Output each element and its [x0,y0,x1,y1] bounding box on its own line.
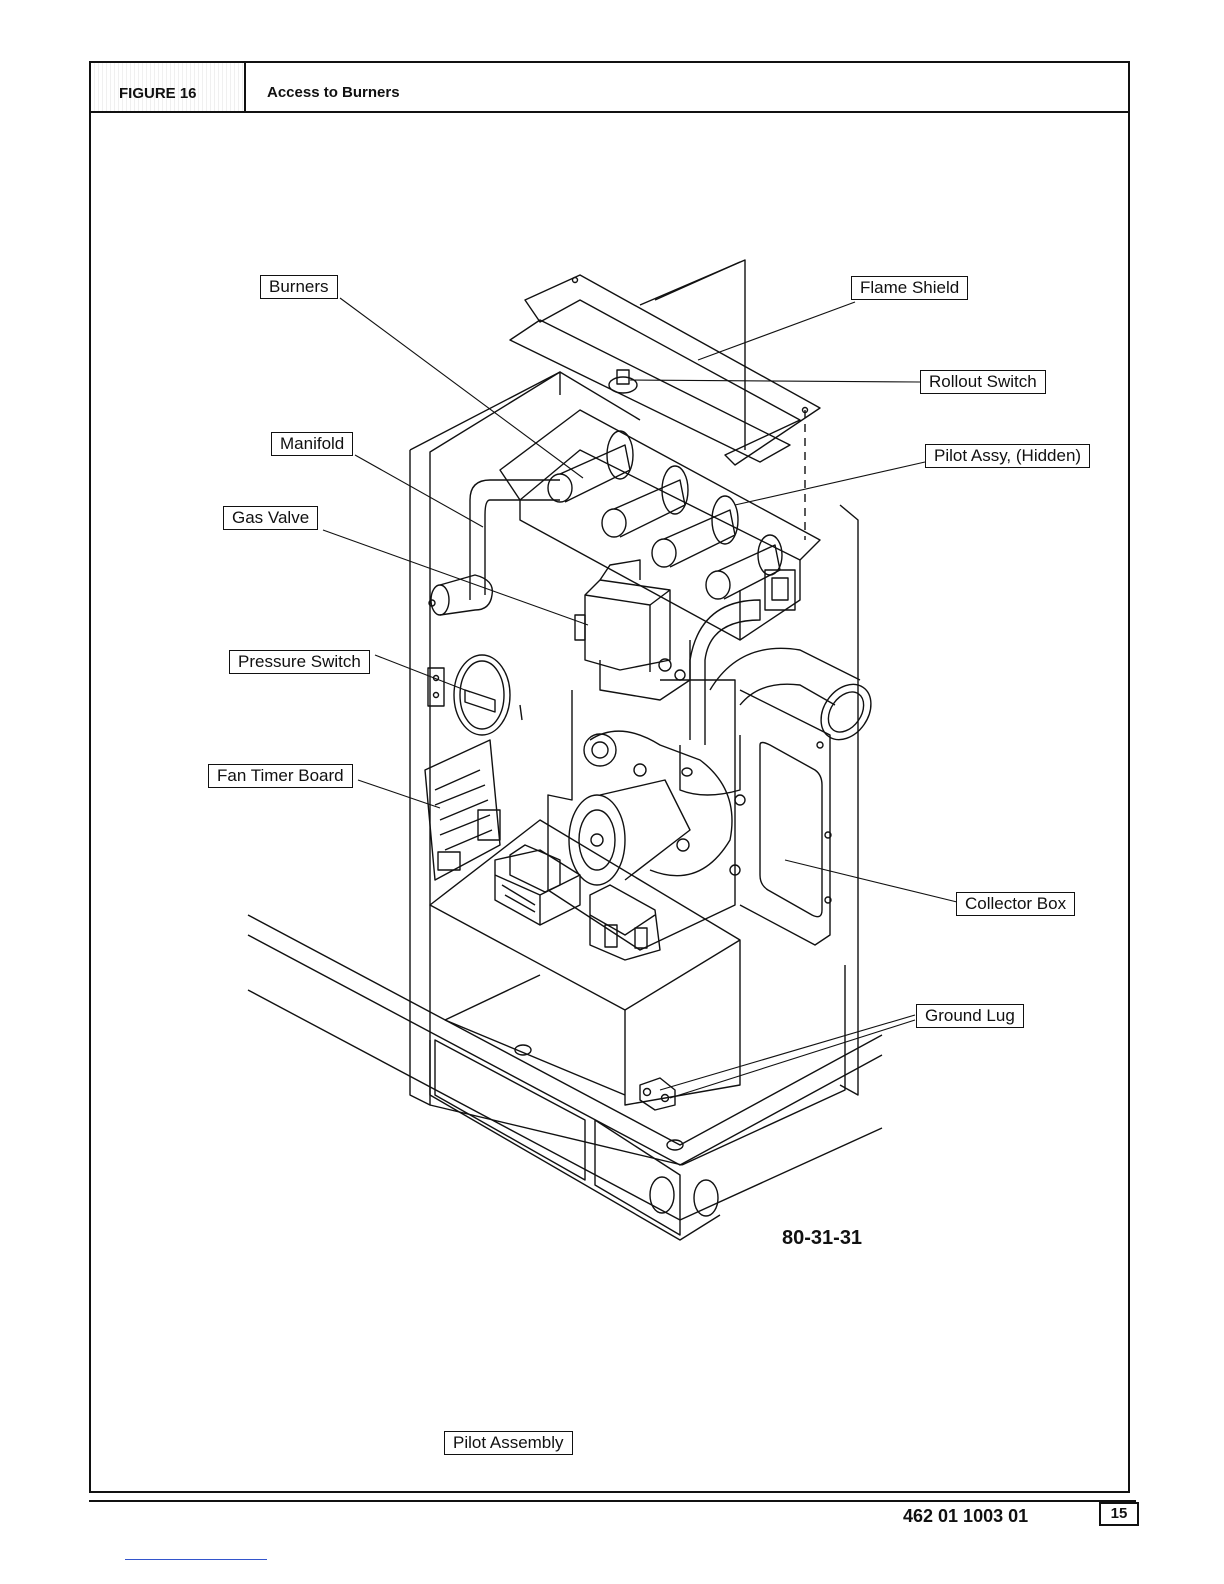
pressure-switch-shape [428,655,522,735]
callout-ground-lug: Ground Lug [916,1004,1024,1028]
ground-lug-shape [640,1078,675,1110]
flame-shield [525,275,820,465]
leader-ground-lug-2 [670,1020,915,1098]
capacitor [429,575,492,615]
callout-pilot-assembly: Pilot Assembly [444,1431,573,1455]
leader-flame-shield [698,302,855,360]
collector-box-shape [740,690,831,945]
leader-gas-valve [323,530,588,625]
callout-rollout-switch: Rollout Switch [920,370,1046,394]
cabinet-right-panel [840,505,858,1095]
callout-flame-shield: Flame Shield [851,276,968,300]
leader-manifold [355,455,483,527]
vent-outlet [811,675,881,749]
base-rail-lower [248,990,882,1220]
drawing-code: 80-31-31 [782,1227,862,1250]
callout-pilot-assy: Pilot Assy, (Hidden) [925,444,1090,468]
transformer [495,845,580,925]
leader-rollout-switch [630,380,920,382]
vent-elbow [690,600,760,745]
base-hole [650,1177,674,1213]
callout-manifold: Manifold [271,432,353,456]
link-underline [125,1559,267,1560]
inducer-assembly [548,680,745,950]
cabinet-top [410,372,640,450]
footer-rule [89,1500,1136,1502]
rollout-switch [609,377,637,393]
leader-pilot-assy [735,462,925,505]
callout-gas-valve: Gas Valve [223,506,318,530]
leader-collector-box [785,860,957,902]
inducer-motor [569,795,625,885]
base-rail-mid [248,935,882,1165]
page-number: 15 [1099,1502,1139,1526]
leader-burners [340,298,583,478]
callout-fan-timer-board: Fan Timer Board [208,764,353,788]
contactor [590,885,660,960]
callout-collector-box: Collector Box [956,892,1075,916]
manifold-pipe [470,480,560,600]
cabinet-back-panel [640,260,745,450]
leader-pressure-switch [375,655,470,692]
callout-pressure-switch: Pressure Switch [229,650,370,674]
document-number: 462 01 1003 01 [903,1506,1028,1527]
base-rail-upper [248,915,882,1145]
cabinet-left-panel [410,372,560,1105]
callout-burners: Burners [260,275,338,299]
leader-ground-lug-1 [660,1015,915,1090]
